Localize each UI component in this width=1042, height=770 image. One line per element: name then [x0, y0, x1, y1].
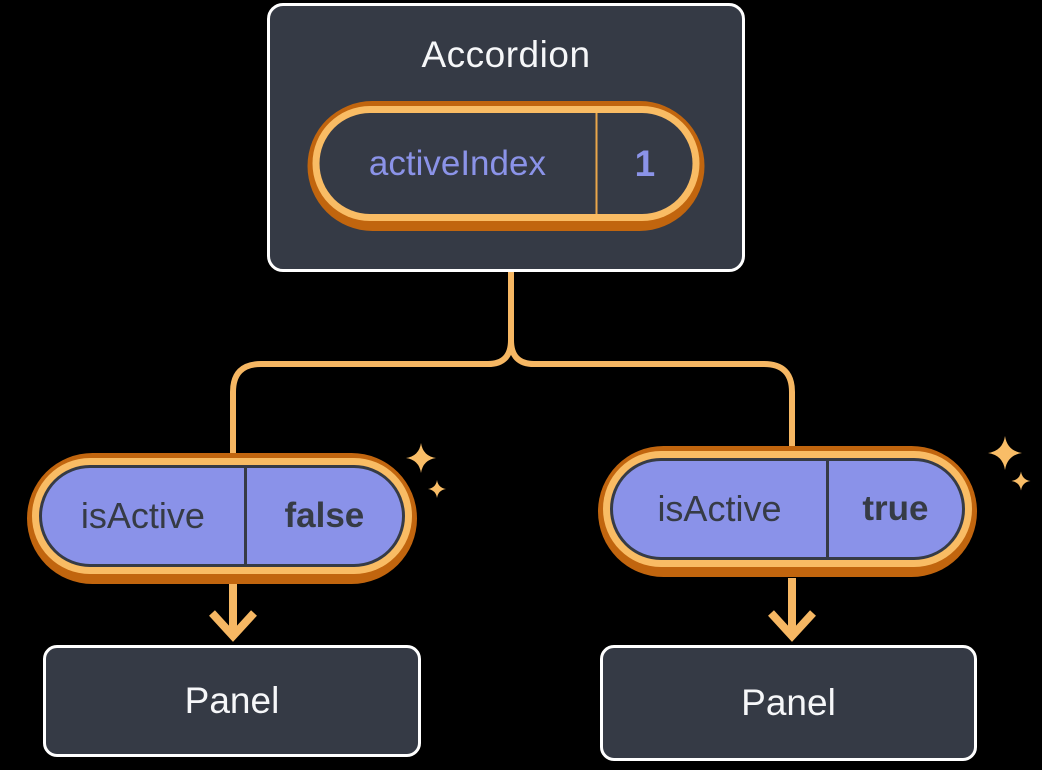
prop-pill-body: isActive true — [610, 458, 965, 560]
panel-title: Panel — [741, 682, 836, 723]
prop-value: false — [284, 496, 365, 535]
arrow-down-left-icon — [209, 610, 257, 642]
state-label: activeIndex — [368, 143, 546, 183]
prop-value: true — [862, 489, 929, 528]
pill-divider — [243, 468, 247, 564]
state-pill-body: activeIndex 1 — [319, 113, 693, 214]
arrow-down-right-icon — [768, 610, 816, 642]
sparkle-icon — [406, 443, 446, 498]
accordion-node: Accordion activeIndex 1 — [267, 3, 745, 272]
accordion-title: Accordion — [421, 34, 591, 75]
sparkle-icon — [988, 436, 1031, 491]
prop-pill-ring: isActive true — [603, 451, 972, 567]
state-pill-activeindex: activeIndex 1 — [307, 101, 705, 231]
prop-label: isActive — [657, 488, 782, 529]
pill-divider — [825, 461, 829, 557]
prop-label: isActive — [80, 495, 205, 536]
prop-pill-isactive-true: isActive true — [598, 446, 977, 577]
pill-divider — [595, 113, 598, 214]
prop-pill-isactive-false: isActive false — [27, 453, 417, 584]
connector-branch-left — [230, 269, 514, 459]
state-pill-ring: activeIndex 1 — [312, 106, 700, 221]
panel-title: Panel — [184, 680, 280, 721]
panel-node-left: Panel — [43, 645, 421, 757]
prop-pill-ring: isActive false — [32, 458, 412, 574]
prop-pill-body: isActive false — [39, 465, 405, 567]
connector-branch-right — [508, 269, 795, 453]
panel-node-right: Panel — [600, 645, 977, 761]
state-value: 1 — [634, 142, 656, 184]
